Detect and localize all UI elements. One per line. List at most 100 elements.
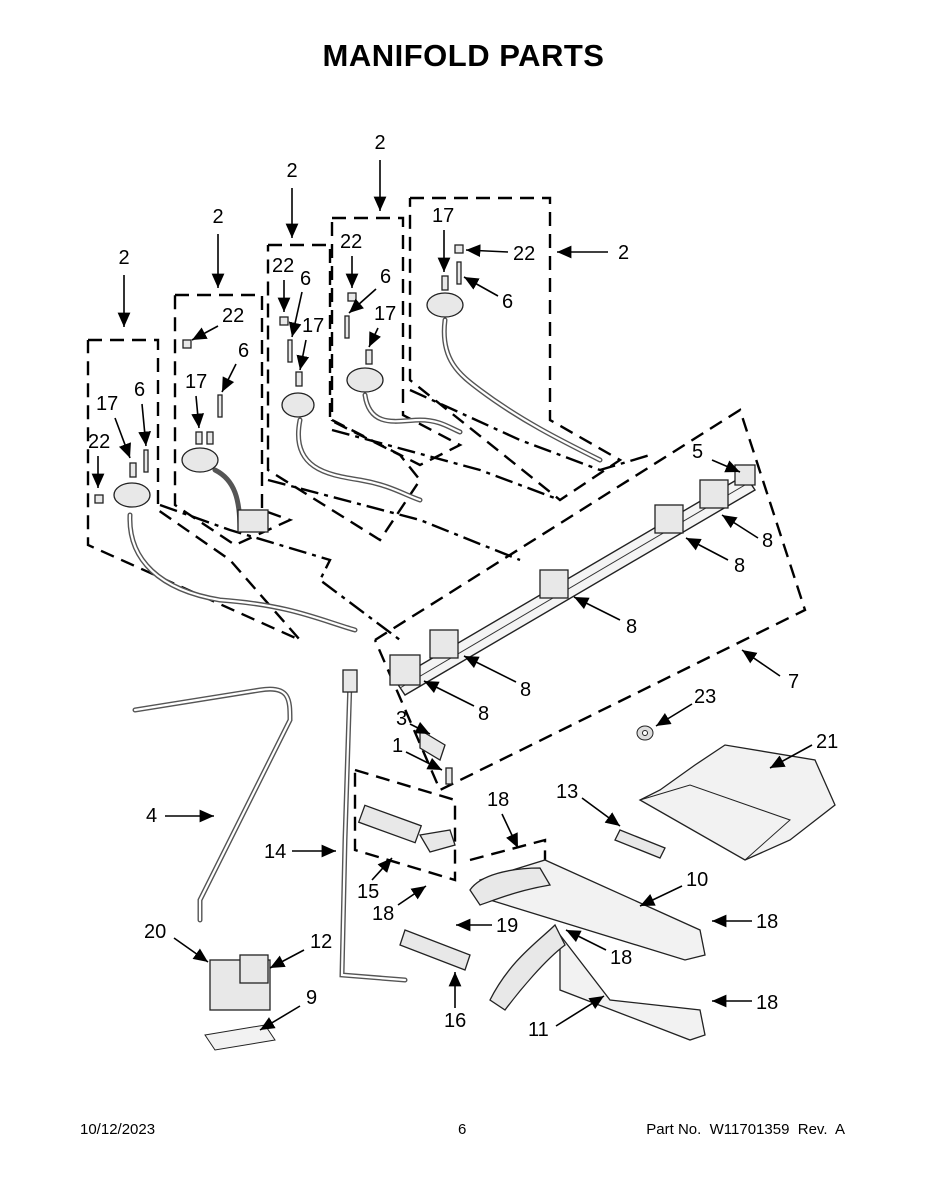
callout-6-e: 6 — [463, 276, 513, 313]
callout-4: 4 — [146, 805, 214, 827]
callout-22-e: 22 — [465, 243, 535, 265]
svg-text:8: 8 — [734, 555, 745, 577]
burner-group-box-1 — [86, 338, 301, 642]
footer-date: 10/12/2023 — [80, 1121, 156, 1138]
callout-18-b: 18 — [372, 885, 427, 925]
callout-6-b: 6 — [221, 340, 249, 393]
footer-page-number: 6 — [458, 1121, 467, 1138]
svg-text:6: 6 — [300, 268, 311, 290]
svg-text:18: 18 — [610, 947, 632, 969]
svg-text:10: 10 — [686, 869, 708, 891]
footer-part-number: Part No. W11701359 Rev. A — [646, 1121, 845, 1138]
oven-burners — [357, 804, 706, 1041]
burner-group-box-3 — [266, 243, 422, 542]
callout-17-a: 17 — [96, 393, 131, 459]
svg-text:22: 22 — [222, 305, 244, 327]
svg-text:2: 2 — [618, 242, 629, 264]
callout-2-d: 2 — [373, 132, 387, 211]
igniter-and-valve — [204, 829, 666, 1051]
manifold-box — [373, 408, 807, 792]
callout-10: 10 — [639, 869, 708, 907]
svg-text:6: 6 — [380, 266, 391, 288]
svg-text:2: 2 — [374, 132, 385, 154]
callout-18-c: 18 — [712, 911, 778, 933]
burner-group-box-4 — [330, 216, 463, 467]
callout-15: 15 — [357, 857, 393, 903]
svg-text:17: 17 — [302, 315, 324, 337]
callout-3: 3 — [396, 708, 431, 735]
burner-valves — [113, 292, 464, 533]
callout-1: 1 — [392, 735, 443, 771]
heat-shield — [638, 744, 836, 861]
svg-text:20: 20 — [144, 921, 166, 943]
svg-text:2: 2 — [286, 160, 297, 182]
svg-text:12: 12 — [310, 931, 332, 953]
svg-text:18: 18 — [756, 911, 778, 933]
svg-text:3: 3 — [396, 708, 407, 730]
svg-text:18: 18 — [756, 992, 778, 1014]
svg-text:7: 7 — [788, 671, 799, 693]
callout-12: 12 — [269, 931, 332, 969]
svg-text:5: 5 — [692, 441, 703, 463]
svg-text:22: 22 — [340, 231, 362, 253]
svg-text:2: 2 — [212, 206, 223, 228]
svg-text:22: 22 — [272, 255, 294, 277]
svg-text:9: 9 — [306, 987, 317, 1009]
svg-text:22: 22 — [88, 431, 110, 453]
burner-group-box-5 — [408, 196, 623, 502]
callout-11: 11 — [528, 995, 605, 1041]
svg-text:17: 17 — [374, 303, 396, 325]
callout-18-d: 18 — [565, 929, 632, 969]
svg-text:22: 22 — [513, 243, 535, 265]
callout-17-e: 17 — [432, 205, 454, 272]
callout-20: 20 — [144, 921, 209, 963]
svg-text:8: 8 — [626, 616, 637, 638]
callout-13: 13 — [556, 781, 621, 827]
callout-22-d: 22 — [340, 231, 362, 288]
callout-18-a: 18 — [487, 789, 519, 849]
svg-text:19: 19 — [496, 915, 518, 937]
svg-text:17: 17 — [96, 393, 118, 415]
callout-6-a: 6 — [134, 379, 152, 447]
svg-text:18: 18 — [372, 903, 394, 925]
page-title: MANIFOLD PARTS — [322, 38, 605, 73]
callout-5: 5 — [692, 441, 741, 473]
callout-2-b: 2 — [211, 206, 225, 288]
callout-23: 23 — [655, 686, 716, 727]
svg-text:8: 8 — [520, 679, 531, 701]
svg-text:11: 11 — [528, 1019, 549, 1041]
callout-9: 9 — [259, 987, 317, 1031]
burner-tubes — [127, 317, 603, 983]
svg-text:14: 14 — [264, 841, 286, 863]
callout-19: 19 — [456, 915, 518, 937]
callout-17-d: 17 — [368, 303, 396, 348]
manifold-pipe — [389, 464, 756, 696]
manifold-dashdot-lines — [159, 388, 651, 641]
svg-text:8: 8 — [478, 703, 489, 725]
svg-text:13: 13 — [556, 781, 578, 803]
svg-text:2: 2 — [118, 247, 129, 269]
callout-7: 7 — [741, 649, 799, 693]
callout-8-a: 8 — [721, 514, 773, 552]
small-hardware — [94, 244, 654, 785]
svg-text:18: 18 — [487, 789, 509, 811]
svg-text:15: 15 — [357, 881, 379, 903]
callout-8-d: 8 — [463, 655, 531, 701]
callout-14: 14 — [264, 841, 336, 863]
svg-text:16: 16 — [444, 1010, 466, 1032]
callout-22-b: 22 — [191, 305, 244, 341]
callout-21: 21 — [769, 731, 838, 769]
callout-2-c: 2 — [285, 160, 299, 238]
svg-text:23: 23 — [694, 686, 716, 708]
callout-22-a: 22 — [88, 431, 110, 488]
svg-text:8: 8 — [762, 530, 773, 552]
callout-8-c: 8 — [573, 596, 637, 638]
callout-6-d: 6 — [348, 266, 391, 314]
callout-8-e: 8 — [423, 680, 489, 725]
callout-17-b: 17 — [185, 371, 207, 429]
svg-text:6: 6 — [238, 340, 249, 362]
svg-text:1: 1 — [392, 735, 403, 757]
svg-text:17: 17 — [432, 205, 454, 227]
callout-8-b: 8 — [685, 537, 745, 577]
